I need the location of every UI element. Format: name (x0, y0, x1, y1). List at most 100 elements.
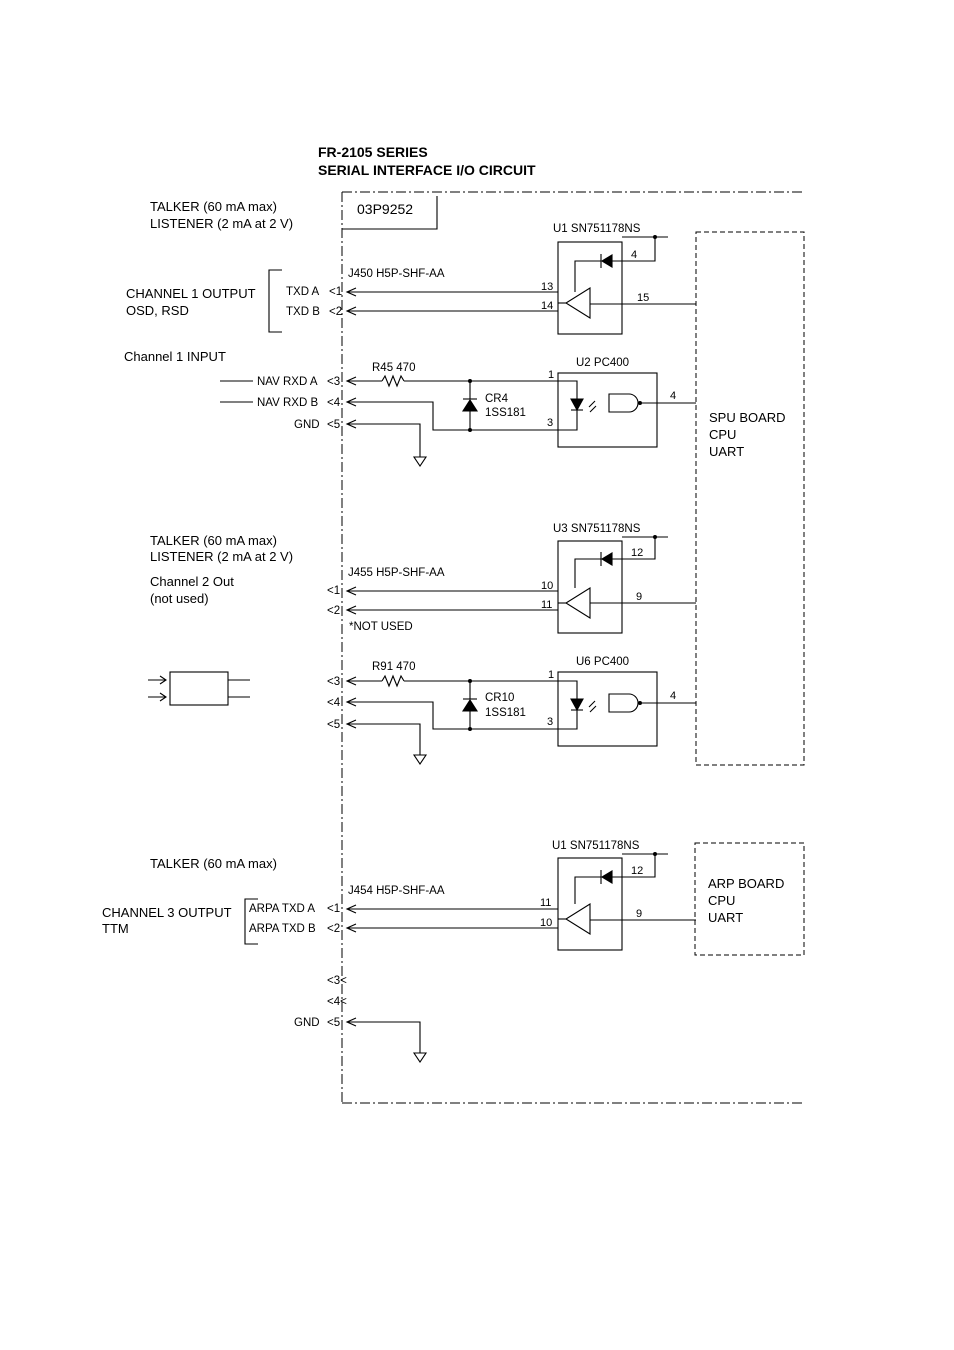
arpa-txd-b-label: ARPA TXD B (249, 923, 316, 935)
arp-board-box (694, 842, 805, 956)
u1-pin-4: 4 (631, 249, 637, 261)
j450-pin2: <2 (329, 306, 342, 318)
cr4-diode-symbol (461, 398, 479, 412)
ch3-output-sub: TTM (102, 921, 129, 936)
u3-pin-9: 9 (636, 591, 642, 603)
arp-board-label: ARP BOARD (708, 876, 784, 891)
cr4-part-label: 1SS181 (485, 407, 526, 419)
gnd-label-2: GND (294, 1017, 320, 1029)
ch1-output-sub: OSD, RSD (126, 303, 189, 318)
u3-driver-label: U3 SN751178NS (553, 523, 641, 535)
arp-uart-label: UART (708, 910, 743, 925)
ch1-talker-label: TALKER (60 mA max) (150, 199, 277, 214)
j454-pin5: <5 (327, 1017, 340, 1029)
ch1-txd-b-label: TXD B (286, 306, 320, 318)
j455-pin5: <5 (327, 719, 340, 731)
ch2-out-sub: (not used) (150, 591, 209, 606)
u2-coupler-label: U2 PC400 (576, 357, 629, 369)
j450-connector-label: J450 H5P-SHF-AA (348, 268, 445, 280)
ground-symbol-2 (412, 754, 428, 765)
u1-pin-13: 13 (541, 281, 553, 293)
u1b-pin-11: 11 (540, 897, 551, 909)
gnd-label-1: GND (294, 419, 320, 431)
ch2-out-wires (345, 586, 558, 615)
j454-pin3: <3< (327, 975, 347, 987)
j450-pin1: <1 (329, 286, 342, 298)
ch2-listener-label: LISTENER (2 mA at 2 V) (150, 549, 293, 564)
u2-pin-4: 4 (670, 390, 676, 402)
j454-pin1: <1 (327, 903, 340, 915)
ch1-input-wiring (345, 374, 558, 457)
u6-pin-4: 4 (670, 690, 676, 702)
u1-driver-label: U1 SN751178NS (553, 223, 641, 235)
ch2-talker-label: TALKER (60 mA max) (150, 533, 277, 548)
u2-pin-3: 3 (547, 417, 553, 429)
ground-symbol-3 (412, 1052, 428, 1063)
u3-driver-chip (557, 535, 696, 634)
ch3-output-label: CHANNEL 3 OUTPUT (102, 905, 232, 920)
cr10-part-label: 1SS181 (485, 707, 526, 719)
ch1-listener-label: LISTENER (2 mA at 2 V) (150, 216, 293, 231)
j455-pin3: <3 (327, 676, 340, 688)
ch1-input-label: Channel 1 INPUT (124, 349, 226, 364)
j450-pin4: <4 (327, 397, 341, 409)
ground-symbol-1 (412, 456, 428, 467)
ch3-txd-wires (345, 904, 558, 933)
spu-uart-label: UART (709, 444, 744, 459)
u1-driver-chip (557, 235, 696, 335)
ch1-txd-wires (345, 287, 558, 316)
nav-rxd-b-label: NAV RXD B (257, 397, 318, 409)
u1-pin-15: 15 (637, 292, 649, 304)
not-used-label: *NOT USED (349, 621, 413, 633)
u1b-driver-label: U1 SN751178NS (552, 840, 640, 852)
ch1-output-label: CHANNEL 1 OUTPUT (126, 286, 256, 301)
u3-pin-11: 11 (541, 599, 552, 611)
ch1-txd-a-label: TXD A (286, 286, 320, 298)
u1-pin-14: 14 (541, 300, 553, 312)
spu-cpu-label: CPU (709, 427, 736, 442)
board-id-label: 03P9252 (357, 201, 413, 217)
ch3-bracket (244, 898, 258, 945)
board-outline (341, 191, 805, 1104)
spu-board-label: SPU BOARD (709, 410, 786, 425)
j454-connector-label: J454 H5P-SHF-AA (348, 885, 445, 897)
diagram-title-line2: SERIAL INTERFACE I/O CIRCUIT (318, 162, 536, 178)
ch2-input-wiring (345, 674, 558, 755)
arpa-txd-a-label: ARPA TXD A (249, 903, 315, 915)
arp-cpu-label: CPU (708, 893, 735, 908)
j450-pin3: <3 (327, 376, 340, 388)
r45-label: R45 470 (372, 362, 415, 374)
ch2-out-label: Channel 2 Out (150, 574, 234, 589)
cr10-label: CR10 (485, 692, 514, 704)
j455-connector-label: J455 H5P-SHF-AA (348, 567, 445, 579)
u1b-driver-chip (557, 852, 696, 951)
ch3-talker-label: TALKER (60 mA max) (150, 856, 277, 871)
nav-rxd-a-label: NAV RXD A (257, 376, 318, 388)
j455-pin4: <4 (327, 697, 341, 709)
u6-pin-3: 3 (547, 716, 553, 728)
cr10-diode-symbol (461, 698, 479, 712)
j455-pin2: <2 (327, 605, 340, 617)
j454-pin4: <4< (327, 996, 347, 1008)
ch3-gnd-wire (345, 1017, 421, 1053)
u6-coupler-label: U6 PC400 (576, 656, 629, 668)
u2-pin-1: 1 (548, 369, 554, 381)
u2-coupler-chip (557, 372, 696, 448)
spu-board-box (695, 231, 805, 766)
r91-label: R91 470 (372, 661, 415, 673)
u3-pin-10: 10 (541, 580, 553, 592)
diagram-title-line1: FR-2105 SERIES (318, 144, 428, 160)
u1b-pin-9: 9 (636, 908, 642, 920)
u6-pin-1: 1 (548, 669, 554, 681)
ch1-bracket (268, 269, 282, 333)
external-input-block (148, 671, 250, 706)
cr4-label: CR4 (485, 393, 509, 405)
u1b-pin-10: 10 (540, 917, 552, 929)
j454-pin2: <2 (327, 923, 340, 935)
board-id-tag: 03P9252 (342, 196, 438, 230)
u1b-pin-12: 12 (631, 865, 643, 877)
u3-pin-12: 12 (631, 547, 643, 559)
j455-pin1: <1 (327, 585, 340, 597)
u6-coupler-chip (557, 671, 696, 747)
